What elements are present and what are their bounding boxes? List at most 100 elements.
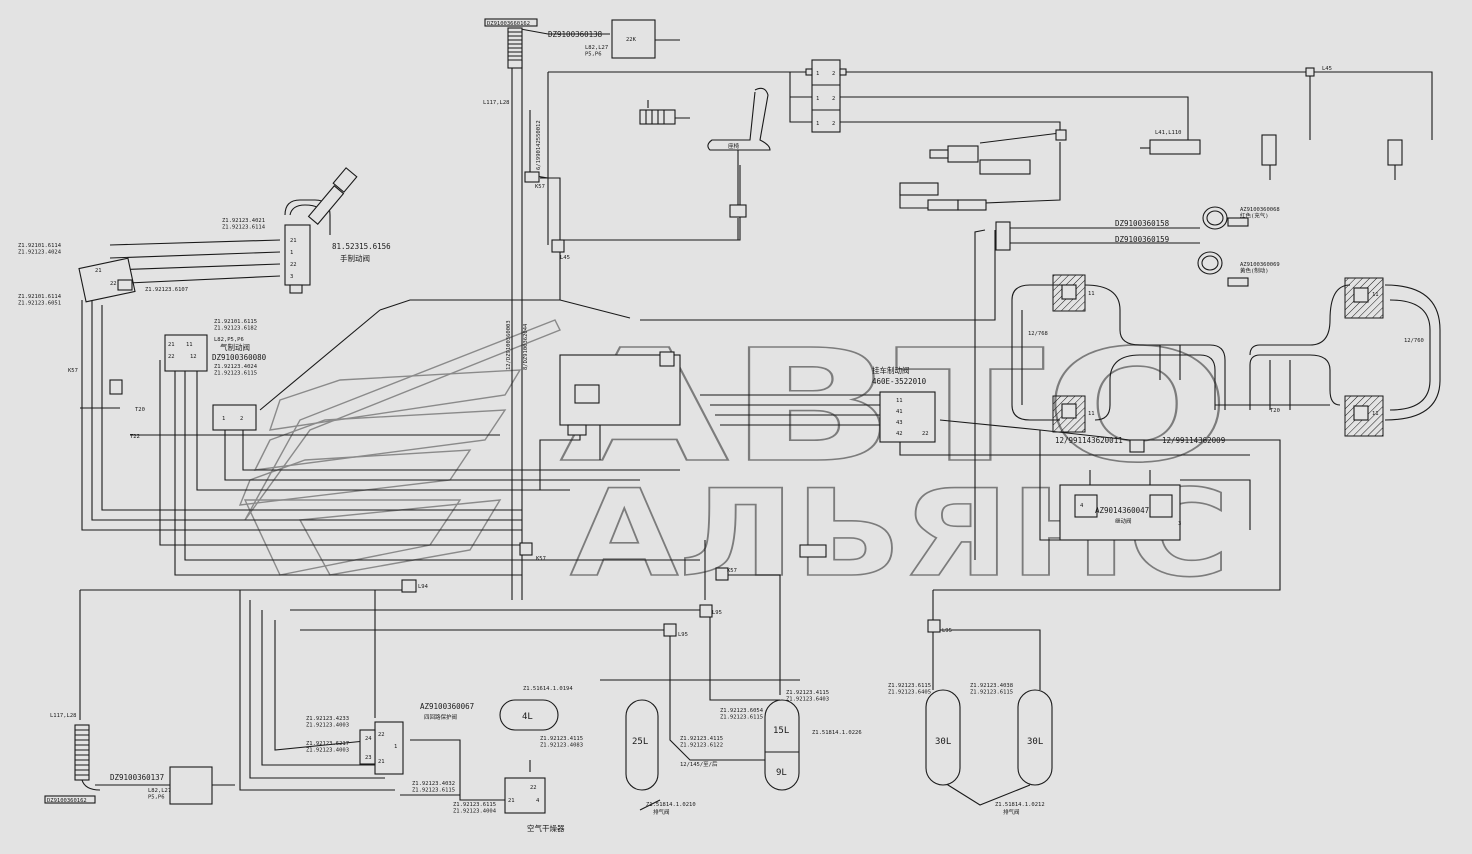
hand-brake-valve: 21 1 22 3 81.52315.6156 手制动阀 Z1.92123.40… [222,167,391,294]
chamber-port-11-c: 11 [1088,291,1095,297]
valve-right-3 [1387,139,1403,166]
regulator-mid [899,182,939,196]
air-dryer-name: 空气干燥器 [527,823,565,833]
tank-30l-2 [1017,689,1053,786]
box-22k-label: 22K [626,37,637,43]
label-l117-bottom: L117,L28 [50,713,77,719]
drain-valve-label-1: 排气阀 [653,808,670,816]
foot-valve-name: 气制动阀 [220,342,250,352]
trailer-valve-port-11: 11 [896,398,903,404]
vertical-code-3: 8/DZ9100362044 [523,323,529,370]
hand-valve-name: 手制动阀 [340,253,370,263]
drain-valve-label-2: 排气阀 [1003,808,1020,816]
label-l45-mid: L45 [560,255,570,261]
label-t20-left: T20 [135,407,145,413]
tank-25l [625,699,659,791]
chamber-code-1: 12/991143620011 [1055,436,1123,445]
foot-valve-body [164,334,208,372]
label-k57-b: K57 [536,556,546,562]
relay-valve-code: AZ9014360047 [1095,506,1149,515]
foot-valve-port-21: 21 [168,342,175,348]
four-circuit-protection-valve: 22 24 23 21 1 AZ9100360067 四回路保护阀 Z1.921… [306,702,474,793]
port-1c: 1 [816,121,819,127]
spec-13: Z1.51814.1.0226 [812,730,862,736]
valve-right-2 [1261,134,1277,166]
foot-valve-code: DZ9100360080 [212,353,267,362]
spec-4: Z1.92123.6107 [145,287,188,293]
coil-2-code: DZ9100360159 [1115,235,1169,244]
tank-30l-2-label: 30L [1027,737,1043,747]
label-l95-b: L95 [678,632,688,638]
four-circuit-name: 四回路保护阀 [424,713,457,721]
box-22k [611,19,656,59]
connector-mid [927,199,959,211]
trailer-valve-code: 460E-3522010 [872,377,927,386]
vertical-code-1: 6/1990142550012 [536,120,542,170]
vertical-code-2: 12/DZ9100360003 [506,320,512,370]
label-12-768: 12/768 [1028,331,1048,337]
four-circuit-port-1: 1 [394,744,397,750]
foot-valve-port-11: 11 [186,342,193,348]
label-12-760: 12/760 [1404,338,1424,344]
label-l95-a: L95 [712,610,722,616]
label-l94: L94 [418,584,429,590]
tank-30l-1 [925,689,961,786]
trailer-valve-port-41: 41 [896,409,903,415]
relay-valve-name: 继动阀 [1115,517,1132,525]
trailer-valve-port-42: 42 [896,431,903,437]
left-check-valve [109,379,123,395]
tube-tag-top [484,18,538,27]
seat-valve [729,204,747,218]
foot-brake-valve: 21 11 22 12 气制动阀 DZ9100360080 L82,P5,P6 … [164,319,267,431]
watermark: АВТО АЛЬЯНС [238,315,1231,605]
chamber-port-11-a: 11 [1372,292,1379,298]
hose-bottom-tag: DZ9100360162 [47,798,87,804]
hand-valve-port-21: 21 [290,238,297,244]
hand-valve-port-1: 1 [290,250,293,256]
pressure-switch-box [212,404,257,431]
relay-valve-port-3: 3 [1178,521,1181,527]
four-circuit-port-24: 24 [365,736,372,742]
chamber-port-11-b: 11 [1372,411,1379,417]
foot-valve-port-12: 12 [190,354,197,360]
spec-14: Z1.51814.1.0210 [646,802,696,808]
port-1b: 1 [816,96,819,102]
label-box-small [979,159,1031,175]
left-relay-body [78,257,136,303]
label-l117-top: L117,L28 [483,100,510,106]
trailer-valve-name: 挂车制动阀 [872,365,910,375]
four-circuit-port-23: 23 [365,755,372,761]
left-relay-port-22: 22 [110,281,117,287]
tank-9l-label: 9L [776,768,787,778]
four-circuit-port-22: 22 [378,732,385,738]
hand-valve-lever [307,185,345,225]
foot-valve-spec: L82,P5,P6 [214,337,244,343]
left-relay-port-21: 21 [95,268,102,274]
tank-15l-9l [764,699,800,791]
coiled-hose-bottom [74,724,90,781]
label-t22-left: T22 [130,434,140,440]
tank-4l [499,699,559,731]
foot-valve-port-22: 22 [168,354,175,360]
four-circuit-port-21: 21 [378,759,385,765]
spec-16: Z1.51614.1.0194 [523,686,573,692]
